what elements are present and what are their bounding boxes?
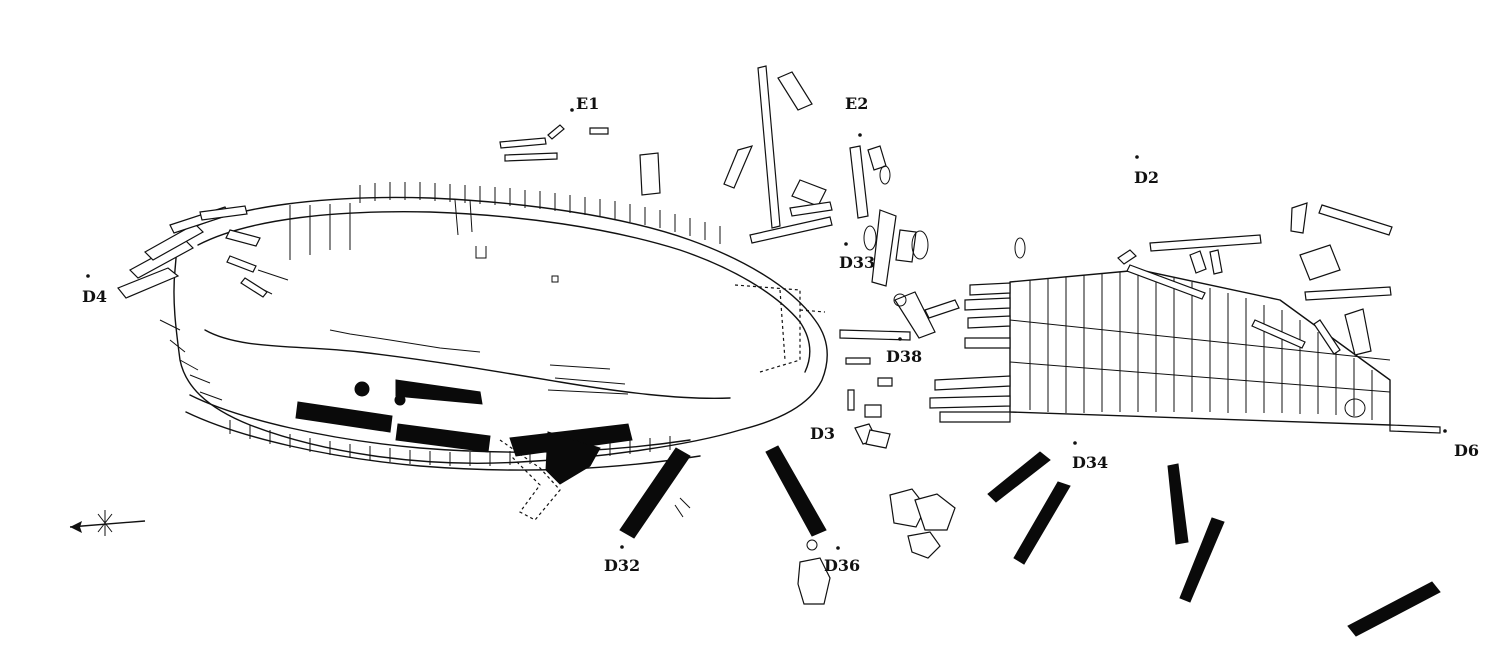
- label-d34: D34: [1072, 453, 1109, 472]
- label-d6: D6: [1454, 441, 1480, 460]
- cannon-1: [395, 379, 483, 405]
- cannons: [295, 379, 1441, 637]
- label-d4: D4: [82, 287, 108, 306]
- label-d36: D36: [824, 556, 861, 575]
- stern-planking: [929, 202, 1441, 434]
- label-d35: D3: [810, 424, 836, 443]
- label-d2: D2: [1134, 168, 1160, 187]
- label-d32: D32: [604, 556, 641, 575]
- label-e2: E2: [845, 94, 869, 113]
- cannon-2: [295, 401, 393, 433]
- cannon-5: [545, 431, 601, 485]
- cannon-10: [1167, 463, 1189, 545]
- main-hull: [117, 182, 829, 521]
- upper-debris: [499, 65, 1026, 341]
- cannon-11: [1179, 517, 1225, 603]
- cannon-6: [619, 447, 691, 539]
- cannon-7: [765, 445, 827, 537]
- cannon-3: [395, 423, 491, 453]
- label-e1: E1: [576, 94, 600, 113]
- cannon-12: [1347, 581, 1441, 637]
- label-d38: D38: [886, 347, 923, 366]
- cannon-9: [1013, 481, 1071, 565]
- cannon-8: [987, 451, 1051, 503]
- north-arrow-icon: [69, 510, 146, 536]
- label-d33: D33: [839, 253, 876, 272]
- mid-debris: [674, 357, 956, 605]
- datum-points: [86, 108, 1447, 550]
